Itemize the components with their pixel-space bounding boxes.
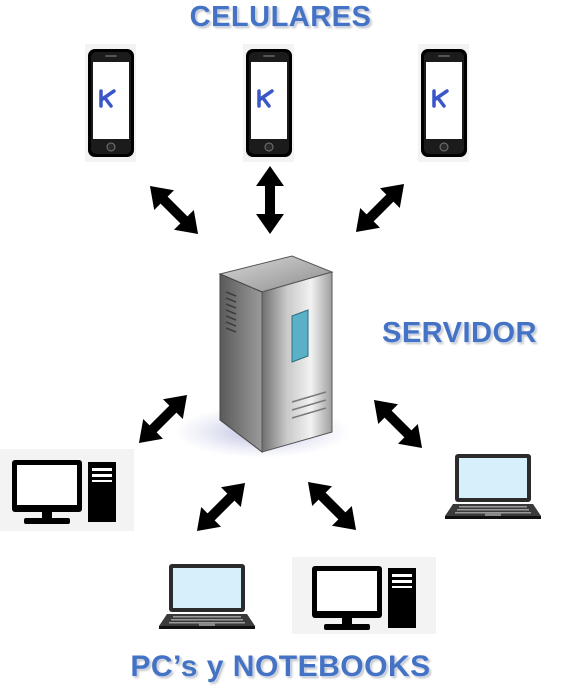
double-arrow-icon-laptop-right [364, 390, 432, 458]
smartphone-icon-2 [243, 44, 294, 162]
server-tower-icon [174, 255, 350, 458]
smartphone-icon-1 [85, 44, 136, 162]
laptop-icon-1 [445, 454, 541, 519]
double-arrow-icon-desktop-bottom [298, 472, 366, 540]
double-arrow-icon-phone-center [256, 166, 284, 234]
phones-label: CELULARES [189, 1, 372, 33]
double-arrow-icon-phone-left [140, 176, 208, 244]
double-arrow-icon-laptop-bottom [187, 473, 255, 541]
double-arrow-icon-phone-right [346, 174, 414, 242]
clients-label: PC’s y NOTEBOOKS [130, 650, 431, 683]
laptop-icon-2 [159, 564, 255, 629]
desktop-computer-icon-1 [0, 449, 134, 531]
desktop-computer-icon-2 [292, 557, 436, 634]
smartphone-icon-3 [418, 44, 469, 162]
server-label: SERVIDOR [382, 317, 537, 349]
